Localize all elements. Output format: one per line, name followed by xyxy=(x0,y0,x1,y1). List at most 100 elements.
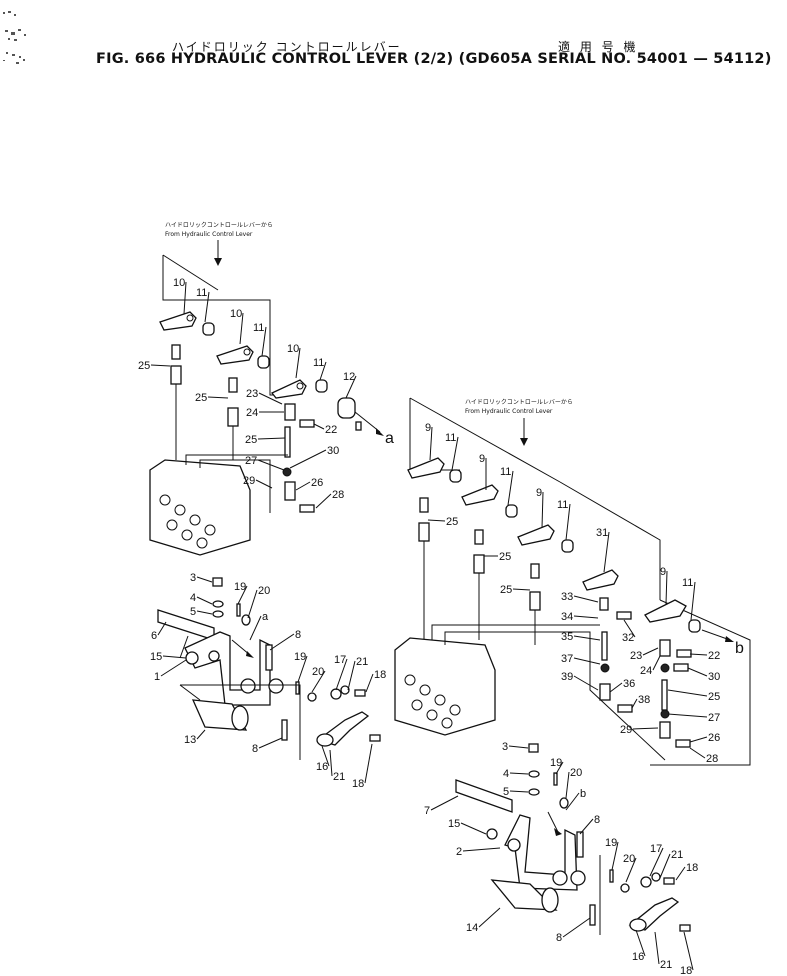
part-number-label: 20 xyxy=(258,585,270,597)
part-number-label: 11 xyxy=(500,466,511,478)
left-lever-assembly xyxy=(157,577,381,760)
left-valve-assembly: ハイドロリックコントロールレバーから From Hydraulic Contro… xyxy=(149,222,394,556)
leader-line xyxy=(365,673,374,693)
leader-line xyxy=(689,653,708,656)
leader-line xyxy=(257,437,286,440)
part-number-label: 8 xyxy=(252,743,258,755)
leader-line xyxy=(508,745,529,749)
part-number-label: 32 xyxy=(622,632,634,644)
part-number-label: 11 xyxy=(196,287,207,299)
leader-line xyxy=(654,931,660,965)
part-number-label: 25 xyxy=(708,691,720,703)
figure-header: ハイドロリック コントロールレバー 適 用 号 機 FIG. 666 HYDRA… xyxy=(0,0,787,80)
part-number-label: 19 xyxy=(605,837,617,849)
part-number-label: 27 xyxy=(245,455,257,467)
part-number-label: 14 xyxy=(466,922,478,934)
part-number-label: 10 xyxy=(287,343,299,355)
leader-line xyxy=(652,655,661,671)
leader-line xyxy=(364,743,373,784)
leader-line xyxy=(565,792,580,811)
leader-line xyxy=(335,658,348,691)
part-number-label: 11 xyxy=(313,357,324,369)
leader-line xyxy=(315,493,332,509)
part-number-label: 18 xyxy=(680,965,692,976)
part-number-label: 28 xyxy=(332,489,344,501)
leader-line xyxy=(204,291,210,323)
leader-line xyxy=(258,392,283,405)
leader-line xyxy=(247,589,258,619)
part-number-label: 17 xyxy=(334,654,346,666)
leader-line xyxy=(509,772,529,775)
part-number-label: 11 xyxy=(682,577,693,589)
leader-line xyxy=(345,375,357,399)
part-number-label: 15 xyxy=(448,818,460,830)
leader-line xyxy=(257,459,285,471)
leader-line xyxy=(269,633,295,651)
leader-line xyxy=(579,818,594,835)
part-number-label: 28 xyxy=(706,753,718,765)
left-source-note-jp: ハイドロリックコントロールレバーから xyxy=(165,222,273,229)
leader-line xyxy=(667,689,708,697)
part-number-label: a xyxy=(262,611,269,623)
leader-line xyxy=(460,822,487,835)
leader-lines xyxy=(150,281,708,971)
leader-line xyxy=(162,655,187,659)
part-number-label: 25 xyxy=(138,360,150,372)
part-number-label: 11 xyxy=(253,322,264,334)
part-number-label: 35 xyxy=(561,631,573,643)
part-number-label: 23 xyxy=(246,388,258,400)
leader-line xyxy=(611,841,619,871)
part-number-label: 21 xyxy=(671,849,683,861)
part-number-label: 1 xyxy=(154,671,160,683)
part-number-label: 11 xyxy=(557,499,568,511)
leader-line xyxy=(258,737,283,749)
part-number-label: 26 xyxy=(708,732,720,744)
left-source-note-en: From Hydraulic Control Lever xyxy=(165,231,253,238)
part-number-label: 13 xyxy=(184,734,196,746)
part-number-label: 24 xyxy=(640,665,652,677)
part-number-label: 31 xyxy=(596,527,608,539)
leader-line xyxy=(659,853,671,879)
leader-line xyxy=(319,361,327,381)
leader-line xyxy=(675,866,686,881)
leader-line xyxy=(555,761,564,775)
part-number-label: 8 xyxy=(594,814,600,826)
leader-line xyxy=(512,588,531,591)
part-number-label: 5 xyxy=(190,606,196,618)
part-number-label: 21 xyxy=(660,959,672,971)
leader-line xyxy=(507,470,514,506)
part-number-label: 9 xyxy=(479,453,485,465)
part-number-label: b xyxy=(580,788,586,800)
leader-line xyxy=(207,396,229,399)
leader-line xyxy=(313,423,325,430)
arrow-label-b-upper: b xyxy=(735,640,744,657)
leader-line xyxy=(295,347,301,379)
leader-line xyxy=(573,595,599,603)
leader-line xyxy=(562,917,591,938)
part-number-label: 23 xyxy=(630,650,642,662)
leader-line xyxy=(255,479,273,489)
part-number-label: 12 xyxy=(343,371,355,383)
leader-line xyxy=(541,491,544,529)
part-number-label: 36 xyxy=(623,678,635,690)
leader-line xyxy=(573,675,599,691)
leader-line xyxy=(631,698,638,709)
leader-line xyxy=(150,364,171,367)
leader-line xyxy=(329,749,333,777)
right-source-note-en: From Hydraulic Control Lever xyxy=(465,408,553,415)
part-number-label: 4 xyxy=(503,768,509,780)
part-number-label: 19 xyxy=(234,581,246,593)
leader-line xyxy=(665,570,668,605)
part-number-label: 20 xyxy=(570,767,582,779)
part-number-label: 30 xyxy=(708,671,720,683)
leader-line xyxy=(603,531,610,573)
leader-line xyxy=(478,907,501,928)
leader-line xyxy=(609,682,623,693)
part-number-label: 6 xyxy=(151,630,157,642)
leader-line xyxy=(635,929,646,957)
leader-line xyxy=(565,771,570,799)
part-number-label: 33 xyxy=(561,591,573,603)
part-number-label: 24 xyxy=(246,407,258,419)
leader-line xyxy=(311,670,326,693)
